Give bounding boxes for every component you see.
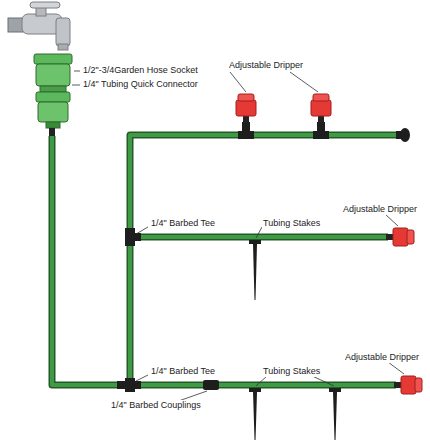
- callout-label: Adjustable Dripper: [344, 352, 420, 363]
- callout-label: 1/4" Barbed Couplings: [110, 400, 202, 411]
- end-cap: [396, 128, 410, 142]
- tubing-stake: [249, 240, 341, 440]
- faucet: [8, 2, 70, 50]
- callout-label: 1/4" Tubing Quick Connector: [82, 79, 199, 90]
- callout-label: Adjustable Dripper: [342, 204, 418, 215]
- callout-label: 1/2"-3/4Garden Hose Socket: [82, 65, 199, 76]
- callout-label: Tubing Stakes: [262, 218, 321, 229]
- tubing: [52, 135, 398, 385]
- callout-label: Tubing Stakes: [262, 366, 321, 377]
- callout-label: Adjustable Dripper: [228, 60, 304, 71]
- callout-label: 1/4" Barbed Tee: [150, 366, 216, 377]
- adjustable-dripper: [236, 94, 422, 394]
- callout-label: 1/4" Barbed Tee: [150, 218, 216, 229]
- barbed-tee: [117, 122, 329, 392]
- hose-connector: [34, 54, 72, 136]
